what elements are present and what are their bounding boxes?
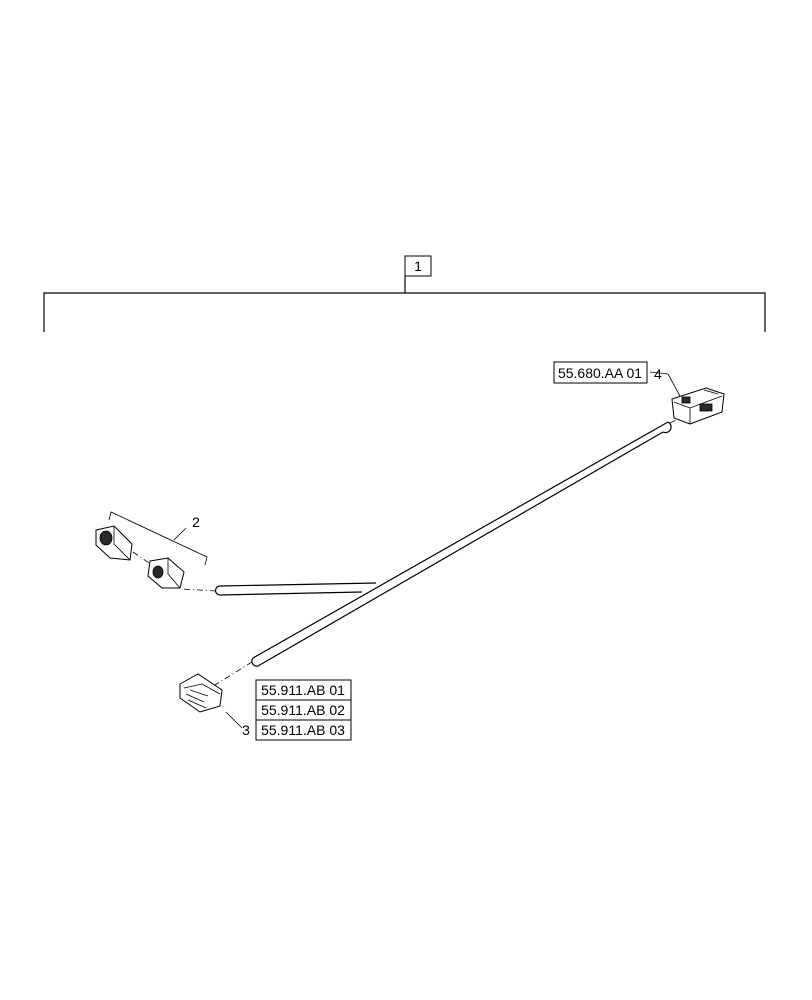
callout-4: 4	[654, 366, 662, 382]
callout-1: 1	[414, 258, 422, 274]
connector-right	[649, 371, 725, 425]
ref-box-left: 55.911.AB 01 55.911.AB 02 55.911.AB 03	[255, 679, 352, 741]
branch-cable	[214, 582, 377, 596]
ref-55-911-ab-02: 55.911.AB 02	[261, 702, 345, 718]
callout-2: 2	[192, 514, 200, 530]
assembly-bracket: 1	[43, 255, 766, 332]
connector-left	[179, 673, 243, 729]
main-cable	[251, 421, 672, 667]
ref-box-right: 55.680.AA 01	[553, 361, 648, 384]
leader-left	[214, 661, 253, 686]
callout-3: 3	[242, 722, 250, 738]
ref-55-911-ab-03: 55.911.AB 03	[261, 722, 345, 738]
leader-pair	[132, 551, 153, 566]
ref-55-911-ab-01: 55.911.AB 01	[261, 682, 345, 698]
ref-55-680-aa-01: 55.680.AA 01	[558, 365, 642, 381]
leader-branch	[181, 588, 217, 592]
connector-pair	[95, 511, 208, 589]
